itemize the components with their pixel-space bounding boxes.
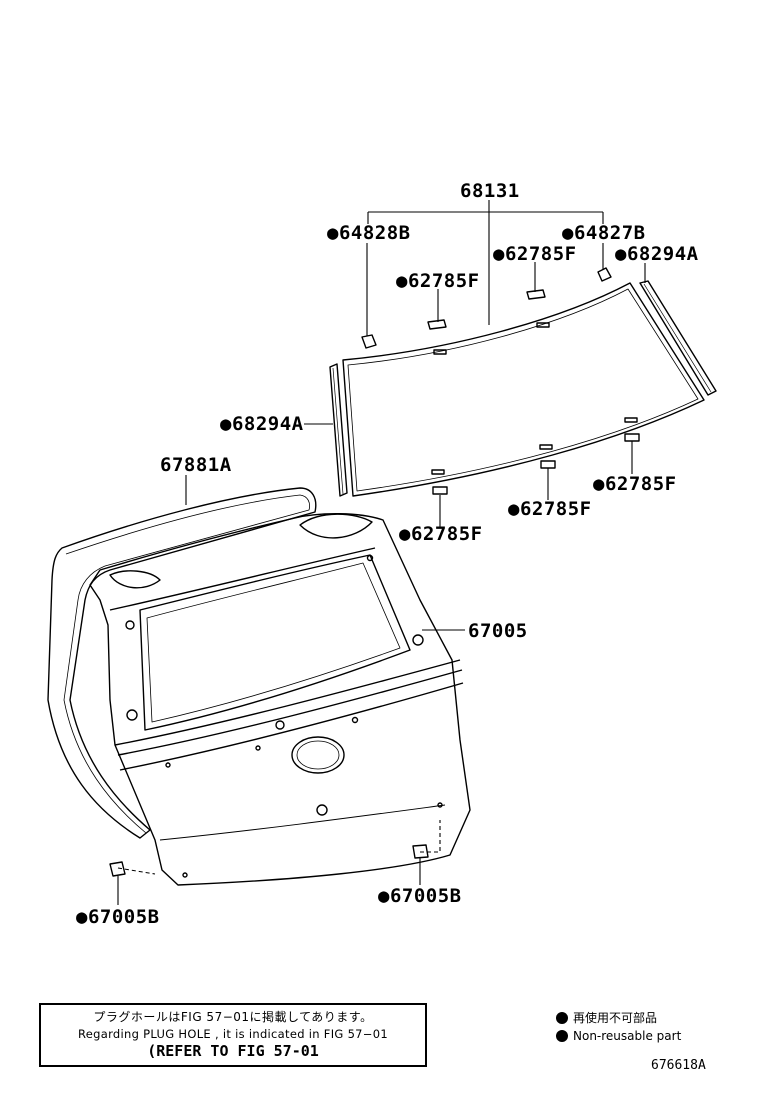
- label-64828B: ●64828B: [327, 222, 411, 244]
- label-67005B-right: ●67005B: [378, 885, 462, 907]
- label-68131: 68131: [460, 180, 520, 202]
- label-64827B: ●64827B: [562, 222, 646, 244]
- label-67881A: 67881A: [160, 454, 232, 476]
- label-62785F-upper-left: ●62785F: [396, 270, 480, 292]
- plug-hole-note: プラグホールはFIG 57−01に掲載してあります。 Regarding PLU…: [39, 1003, 427, 1067]
- label-68294A-right: ●68294A: [615, 243, 699, 265]
- bullet-icon: [556, 1030, 568, 1042]
- note-japanese: プラグホールはFIG 57−01に掲載してあります。: [93, 1010, 373, 1024]
- note-english: Regarding PLUG HOLE , it is indicated in…: [78, 1027, 388, 1041]
- note-reference: (REFER TO FIG 57-01: [147, 1042, 319, 1060]
- molding-right: [639, 280, 717, 396]
- leader-lines: [117, 200, 646, 905]
- part-labels: 68131 ●64828B ●64827B ●62785F ●68294A ●6…: [76, 180, 699, 928]
- label-62785F-lower-right: ●62785F: [593, 473, 677, 495]
- legend-en-text: Non-reusable part: [573, 1029, 682, 1043]
- legend-jp-text: 再使用不可部品: [573, 1011, 658, 1025]
- figure-id: 676618A: [651, 1058, 706, 1073]
- legend-japanese: 再使用不可部品: [556, 1009, 657, 1026]
- parts-diagram: 68131 ●64828B ●64827B ●62785F ●68294A ●6…: [47, 180, 717, 928]
- back-door-panel: [89, 513, 471, 886]
- label-62785F-upper-right: ●62785F: [493, 243, 577, 265]
- legend-english: Non-reusable part: [556, 1029, 681, 1043]
- label-68294A-left: ●68294A: [220, 413, 304, 435]
- bullet-icon: [556, 1012, 568, 1024]
- label-67005B-left: ●67005B: [76, 906, 160, 928]
- label-62785F-lower-middle: ●62785F: [508, 498, 592, 520]
- stopper-parts: [427, 289, 640, 495]
- label-62785F-lower-left: ●62785F: [399, 523, 483, 545]
- molding-left: [329, 363, 348, 497]
- cushion-parts: [109, 844, 429, 877]
- label-67005: 67005: [468, 620, 528, 642]
- weatherstrip: [47, 487, 317, 839]
- back-window-glass: [342, 282, 705, 497]
